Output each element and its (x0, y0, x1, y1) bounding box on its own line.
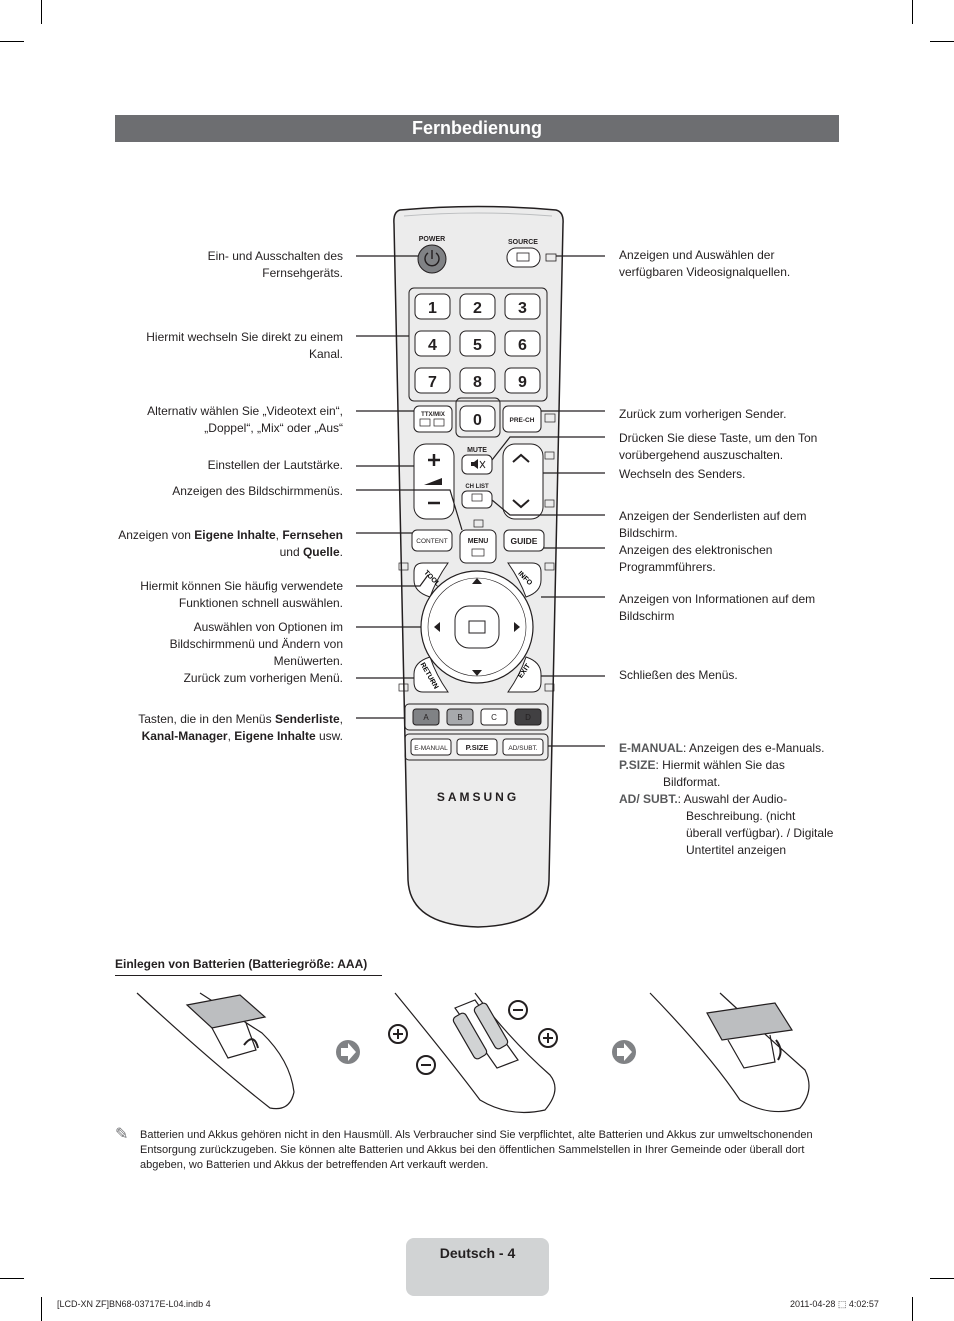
label-numbers: Hiermit wechseln Sie direkt zu einem Kan… (146, 330, 343, 361)
digit-9-button (504, 367, 541, 394)
crop-mark (0, 1278, 24, 1279)
color-c-button (480, 708, 508, 726)
label-power: Ein- und Ausschalten des Fernsehgeräts. (207, 249, 343, 280)
ttx-button (413, 405, 453, 433)
prech-button (502, 405, 542, 433)
color-d-button (514, 708, 542, 726)
remote-illustration: 1 2 3 4 5 6 7 8 9 0 POWER SOURCE TTX/MIX… (393, 205, 564, 928)
exit-button (507, 656, 542, 693)
battery-heading: Einlegen von Batterien (Batteriegröße: A… (115, 957, 368, 971)
crop-mark (912, 1297, 913, 1321)
digit-1-button (414, 293, 451, 320)
digit-8-button (459, 367, 496, 394)
content-label: CONTENT (416, 538, 447, 545)
label-return: Zurück zum vorherigen Menü. (183, 671, 343, 685)
mute-label: MUTE (467, 447, 487, 454)
source-label: SOURCE (508, 239, 538, 246)
label-menu: Anzeigen des Bildschirmmenüs. (172, 484, 343, 498)
menu-button (459, 529, 497, 564)
color-a-label: A (423, 713, 429, 722)
prech-label: PRE-CH (510, 417, 535, 424)
callout-lines (356, 255, 605, 747)
brand-logo: SAMSUNG (437, 790, 519, 804)
label-source: Anzeigen und Auswählen der verfügbaren V… (619, 248, 791, 279)
footer-date: 2011-04-28 ⬚ 4:02:57 (790, 1299, 879, 1309)
page-title: Fernbedienung (115, 115, 839, 142)
color-a-button (412, 708, 440, 726)
guide-label: GUIDE (511, 536, 538, 546)
divider (115, 975, 382, 976)
digit-5-label: 5 (473, 337, 482, 354)
color-c-label: C (491, 713, 497, 722)
return-button (413, 656, 449, 693)
crop-mark (41, 0, 42, 24)
label-chlist: Anzeigen der Senderlisten auf dem Bildsc… (619, 509, 807, 540)
color-d-label: D (525, 713, 531, 722)
psize-label: P.SIZE (466, 743, 489, 752)
label-channel: Wechseln des Senders. (619, 467, 746, 481)
digit-9-label: 9 (518, 374, 527, 391)
label-volume: Einstellen der Lautstärke. (207, 458, 343, 472)
chlist-label: CH LIST (465, 484, 489, 490)
digit-0-button (459, 405, 496, 432)
battery-note: Batterien und Akkus gehören nicht in den… (140, 1129, 813, 1171)
digit-4-label: 4 (428, 337, 437, 354)
digit-6-button (504, 330, 541, 357)
chlist-button (461, 490, 493, 509)
crop-mark (912, 0, 913, 24)
digit-6-label: 6 (518, 337, 527, 354)
arrow-icon (612, 1040, 636, 1064)
enter-button (454, 605, 500, 649)
digit-8-label: 8 (473, 374, 482, 391)
adsubt-button (502, 738, 544, 756)
content-button (411, 529, 453, 552)
source-button (506, 247, 541, 268)
arrow-icon (336, 1040, 360, 1064)
label-exit: Schließen des Menüs. (619, 668, 738, 682)
crop-mark (930, 41, 954, 42)
label-prech: Zurück zum vorherigen Sender. (619, 407, 787, 421)
crop-mark (930, 1278, 954, 1279)
battery-illustration (136, 992, 810, 1114)
digit-1-label: 1 (428, 300, 437, 317)
guide-button (503, 529, 545, 552)
emanual-label: E-MANUAL (414, 745, 448, 752)
tools-button (413, 562, 449, 598)
label-nav: Auswählen von Optionen im Bildschirmmenü… (169, 620, 343, 668)
label-info: Anzeigen von Informationen auf dem Bilds… (619, 592, 816, 623)
label-mute: Drücken Sie diese Taste, um den Ton vorü… (619, 431, 818, 462)
digit-0-label: 0 (473, 412, 482, 429)
digit-3-button (504, 293, 541, 320)
page-number-box (406, 1238, 549, 1296)
psize-button (456, 738, 498, 756)
label-tools: Hiermit können Sie häufig verwendete Fun… (140, 579, 343, 610)
info-button (507, 562, 542, 598)
color-b-button (446, 708, 474, 726)
crop-mark (0, 41, 24, 42)
digit-4-button (414, 330, 451, 357)
label-functions: E-MANUAL: Anzeigen des e-Manuals. P.SIZE… (619, 741, 834, 857)
emanual-button (410, 738, 452, 756)
label-colors: Tasten, die in den Menüs Senderliste,Kan… (138, 712, 343, 743)
digit-5-button (459, 330, 496, 357)
label-ttx: Alternativ wählen Sie „Videotext ein“, „… (147, 404, 343, 435)
menu-label: MENU (468, 538, 489, 545)
footer-file: [LCD-XN ZF]BN68-03717E-L04.indb 4 (57, 1299, 211, 1309)
digit-3-label: 3 (518, 300, 527, 317)
color-b-label: B (457, 713, 462, 722)
note-pencil-icon: ✎ (115, 1126, 129, 1143)
digit-7-label: 7 (428, 374, 437, 391)
digit-7-button (414, 367, 451, 394)
digit-2-button (459, 293, 496, 320)
label-guide: Anzeigen des elektronischen Programmführ… (619, 543, 773, 574)
digit-2-label: 2 (473, 300, 482, 317)
adsubt-label: AD/SUBT. (508, 745, 537, 752)
ttx-label: TTX/MIX (421, 412, 445, 418)
power-label: POWER (419, 236, 445, 243)
page-number: Deutsch - 4 (439, 1245, 516, 1261)
crop-mark (41, 1297, 42, 1321)
